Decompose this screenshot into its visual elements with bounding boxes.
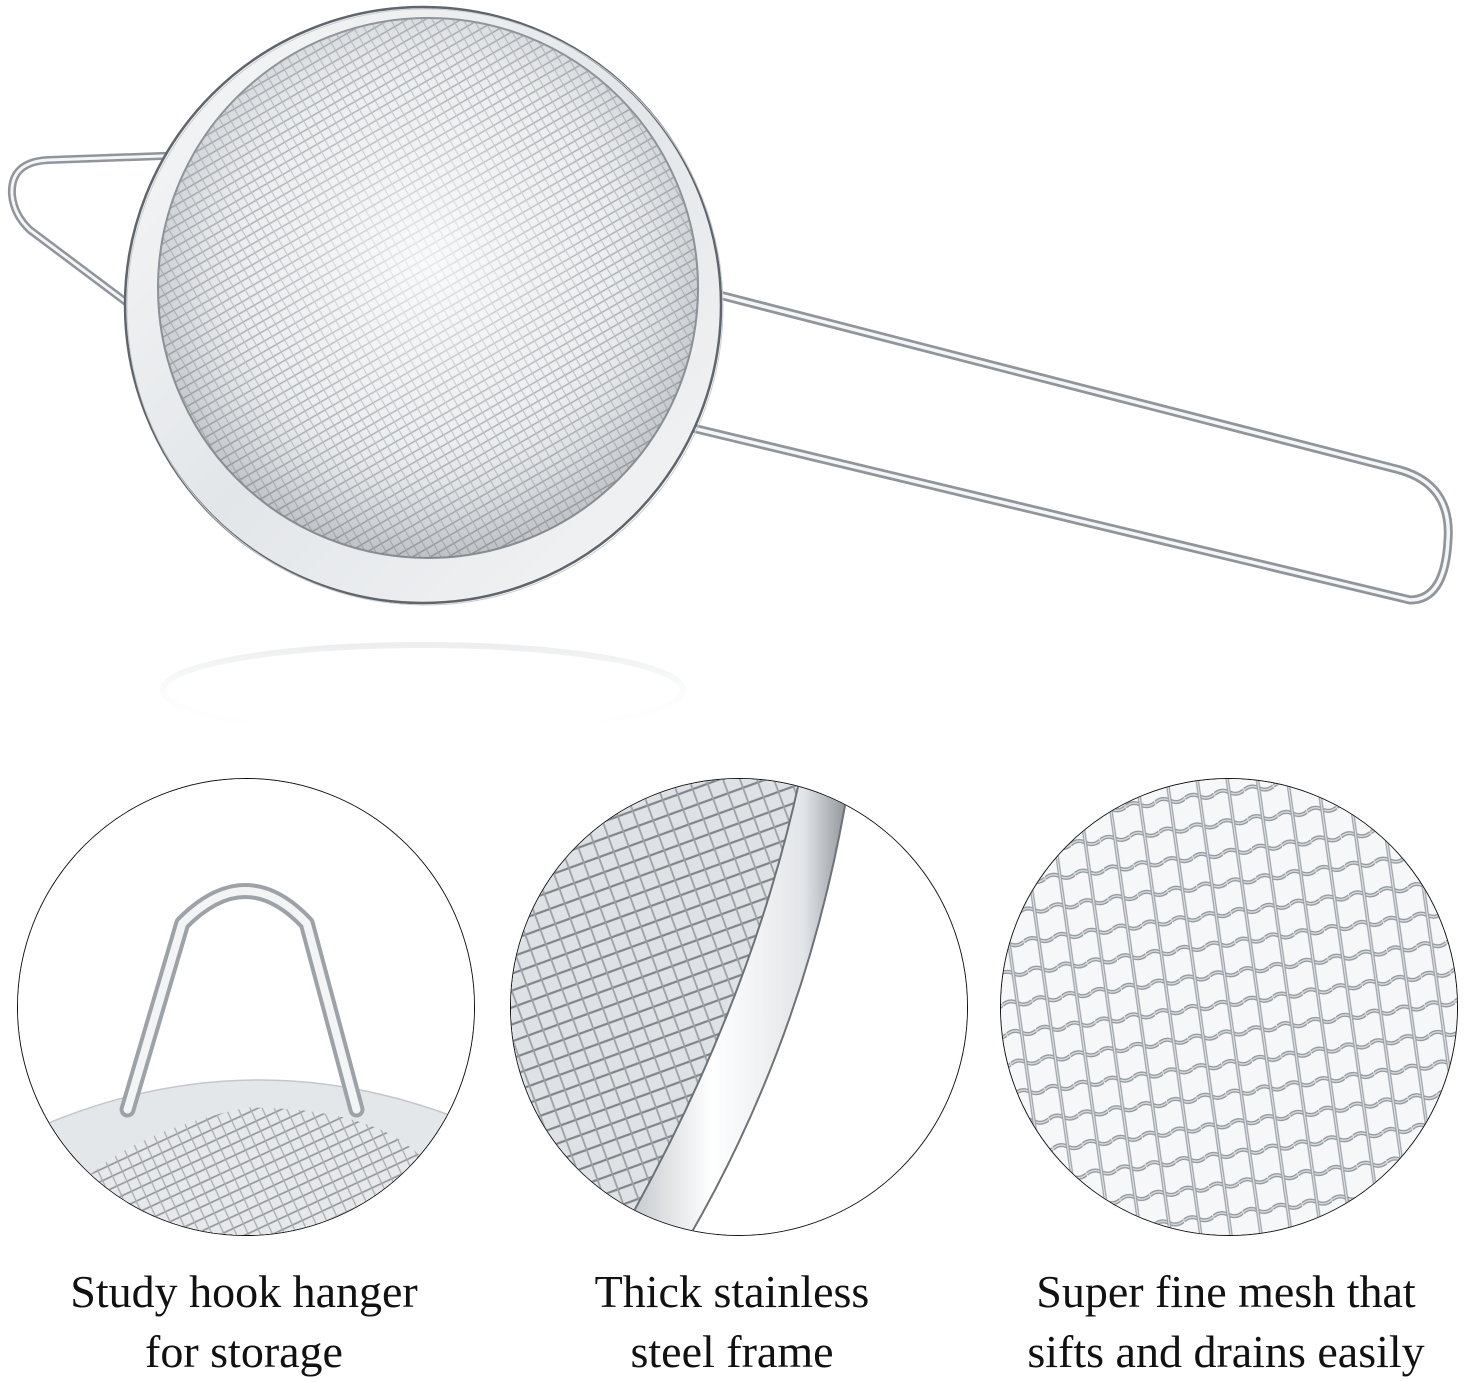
reflection-shadow — [160, 642, 686, 738]
detail-circle-hook — [17, 778, 475, 1236]
caption-line-1: Super fine mesh that — [1036, 1266, 1416, 1317]
steel-frame-closeup-icon — [511, 779, 967, 1235]
caption-line-1: Study hook hanger — [70, 1266, 418, 1317]
detail-circle-mesh — [1000, 778, 1458, 1236]
caption-line-2: for storage — [145, 1326, 343, 1377]
hook-hanger-closeup-icon — [18, 779, 474, 1235]
hero-strainer-image — [7, 5, 1453, 738]
caption-line-1: Thick stainless — [594, 1266, 870, 1317]
long-wire-handle — [675, 285, 1453, 605]
caption-line-2: steel frame — [630, 1326, 834, 1377]
detail-circle-frame — [510, 778, 968, 1236]
feature-caption-frame: Thick stainless steel frame — [492, 1262, 972, 1382]
caption-line-2: sifts and drains easily — [1027, 1326, 1425, 1377]
hook-hanger — [7, 151, 194, 324]
fine-mesh-closeup-icon — [1001, 779, 1457, 1235]
feature-caption-hook: Study hook hanger for storage — [4, 1262, 484, 1382]
feature-caption-mesh: Super fine mesh that sifts and drains ea… — [986, 1262, 1466, 1382]
